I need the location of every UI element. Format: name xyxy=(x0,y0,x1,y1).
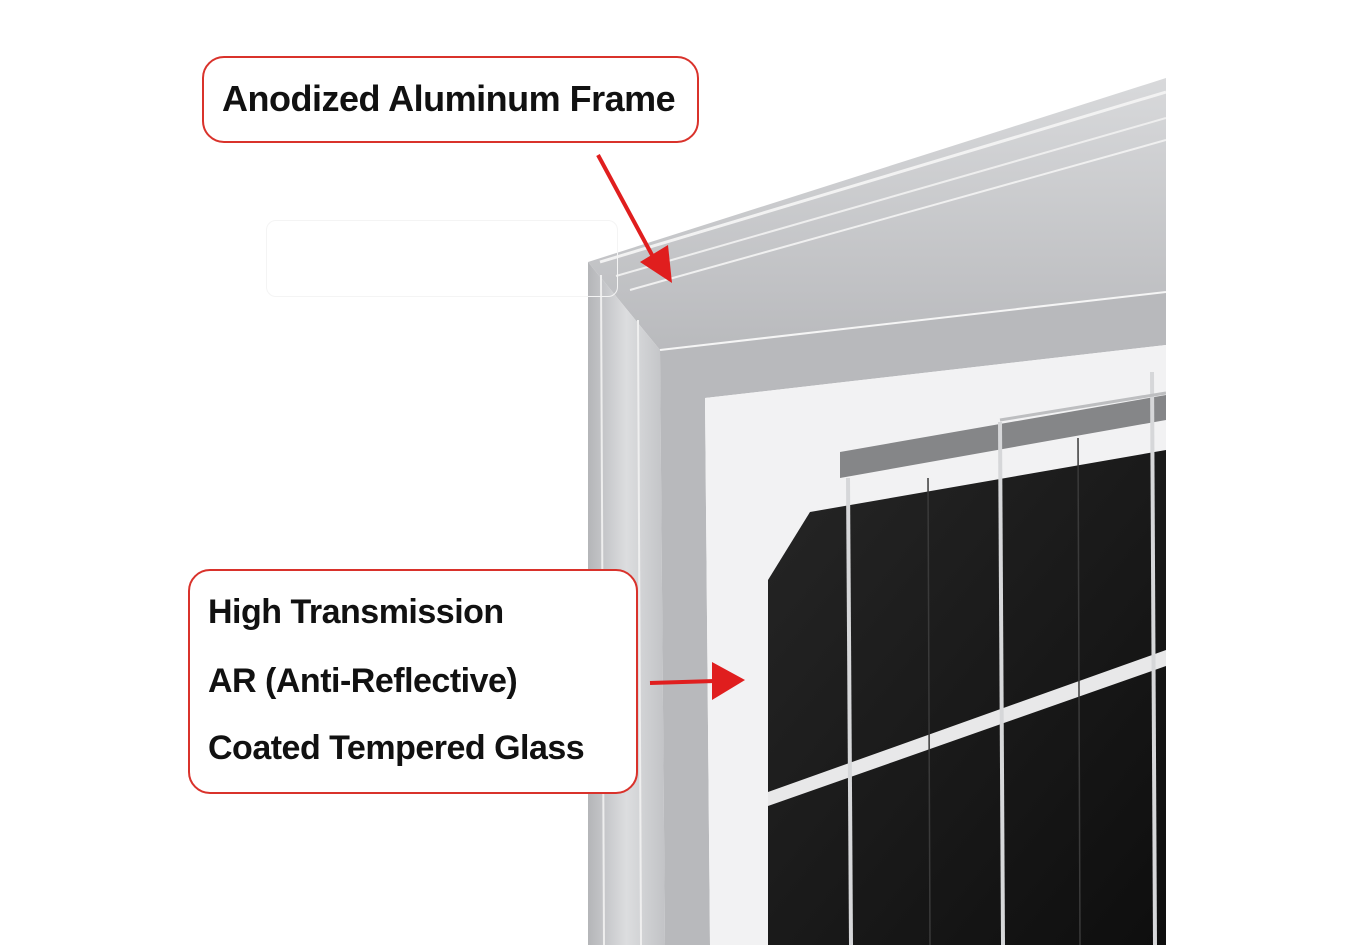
cell-ribbons xyxy=(846,371,1157,945)
frame-top-rail xyxy=(588,78,1166,350)
arrow-icon xyxy=(649,662,745,700)
frame-callout: Anodized Aluminum Frame xyxy=(202,56,699,143)
frame-callout-label: Anodized Aluminum Frame xyxy=(222,78,676,119)
busbar xyxy=(840,395,1166,478)
cell-gap xyxy=(768,650,1166,806)
solar-panel xyxy=(588,78,1166,945)
glass-callout-line: AR (Anti-Reflective) xyxy=(208,662,518,700)
frame-inner-bevel xyxy=(660,292,1166,945)
glass-callout-line: High Transmission xyxy=(208,593,504,631)
arrow-icon xyxy=(596,154,672,283)
solar-cell xyxy=(768,450,1166,945)
glass-callout: High Transmission AR (Anti-Reflective) C… xyxy=(188,569,638,794)
faint-placeholder-box xyxy=(266,220,618,297)
glass-callout-line: Coated Tempered Glass xyxy=(208,729,585,767)
